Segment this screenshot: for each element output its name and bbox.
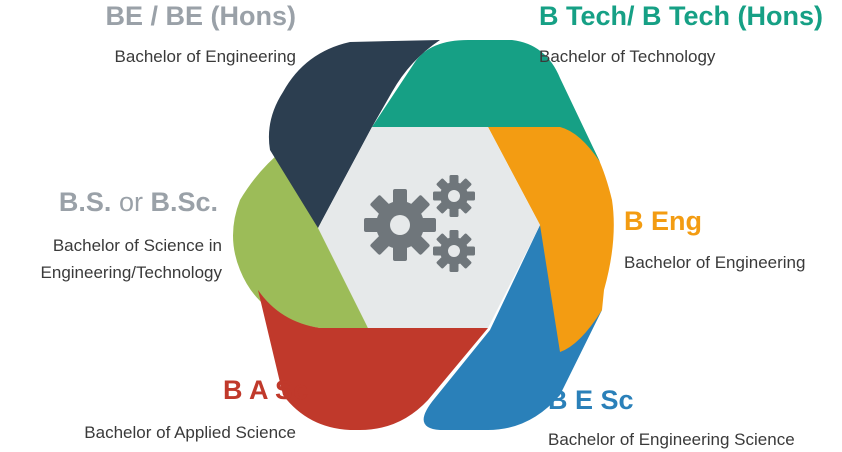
- gears-icon: [364, 175, 475, 272]
- btech-title: B Tech/ B Tech (Hons): [539, 1, 824, 31]
- segment-orange: [488, 127, 614, 352]
- be-title: BE / BE (Hons): [105, 1, 296, 31]
- bs-subtitle-line2: Engineering/Technology: [40, 263, 222, 282]
- bs-subtitle-line1: Bachelor of Science in: [52, 236, 222, 255]
- bs-title-a: B.S.: [58, 187, 112, 217]
- segment-navy: [268, 40, 440, 228]
- beng-subtitle: Bachelor of Engineering: [624, 253, 806, 272]
- bs-title-or: or: [118, 187, 143, 217]
- bs-title-b: B.Sc.: [150, 187, 218, 217]
- segment-teal: [372, 40, 600, 162]
- bs-title: B.S. or B.Sc.: [59, 186, 218, 218]
- btech-subtitle: Bachelor of Technology: [539, 47, 716, 66]
- segment-green: [233, 150, 368, 328]
- be-subtitle: Bachelor of Engineering: [114, 47, 296, 66]
- besc-subtitle: Bachelor of Engineering Science: [548, 430, 795, 449]
- segment-red: [258, 290, 488, 430]
- beng-title: B Eng: [624, 206, 702, 236]
- besc-title: B E Sc: [548, 385, 634, 415]
- basc-title: B A Sc: [222, 375, 308, 405]
- basc-subtitle: Bachelor of Applied Science: [84, 423, 296, 442]
